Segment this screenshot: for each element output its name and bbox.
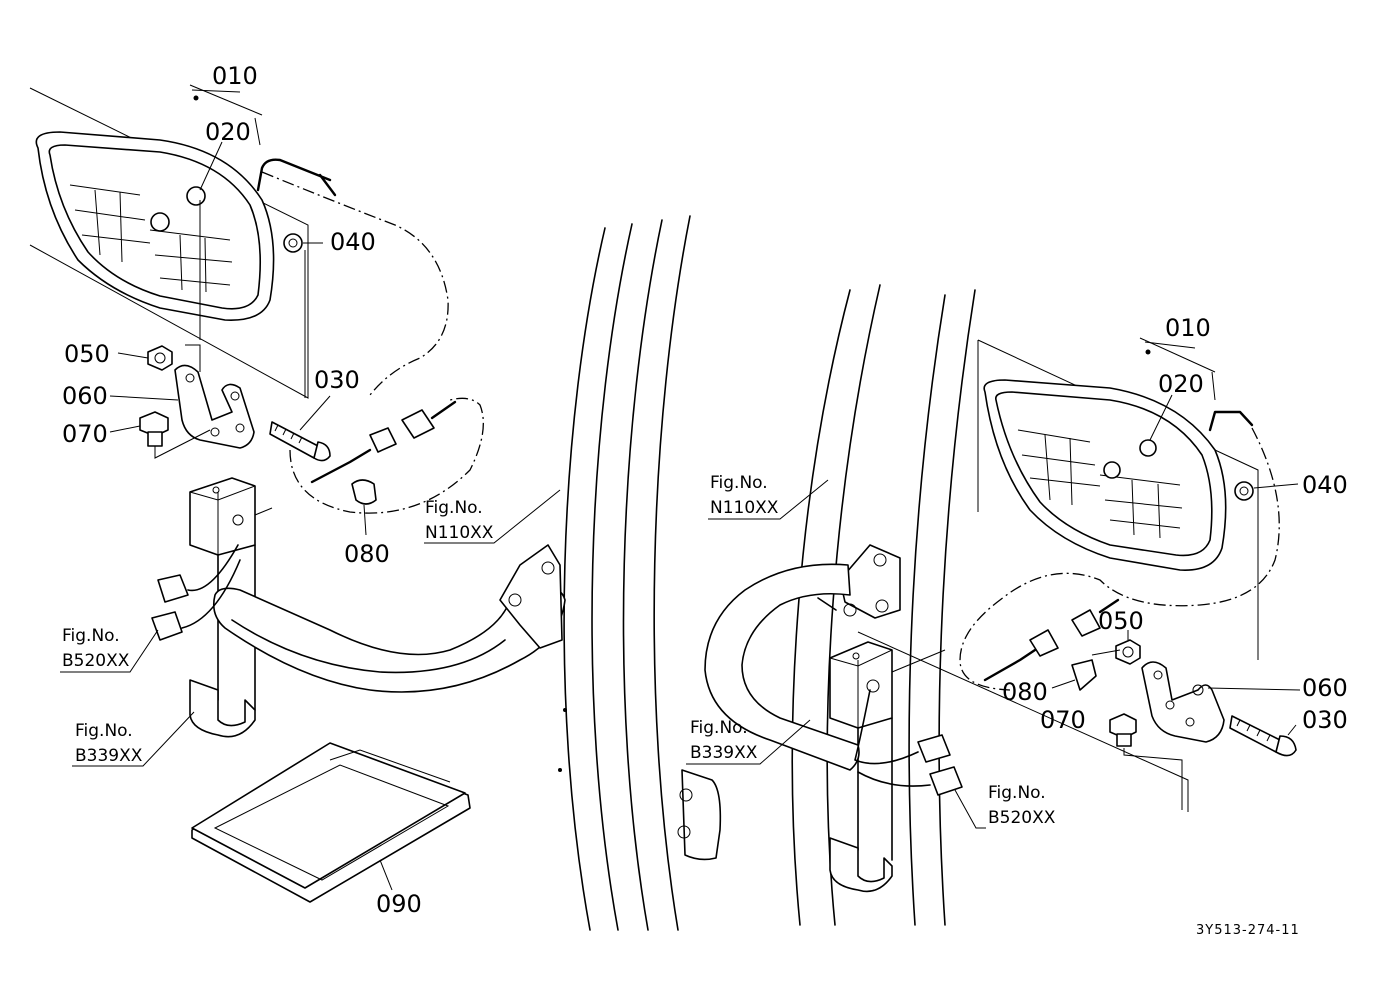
right-figref-n110: Fig.No. N110XX [708,473,829,520]
right-bolt-070 [1109,713,1183,810]
svg-text:B520XX: B520XX [62,651,130,671]
right-label-060: 060 [1302,674,1348,702]
left-label-010: 010 [212,62,258,90]
right-bolt-030 [1229,715,1297,757]
left-label-080: 080 [344,540,390,568]
right-label-030: 030 [1302,706,1348,734]
cab-frame-left-pillar [558,215,691,931]
left-wire-harness [289,397,484,514]
right-figref-b520: Fig.No. B520XX [954,783,1056,829]
svg-text:B339XX: B339XX [75,746,143,766]
right-clip-080 [1051,649,1121,691]
svg-text:N110XX: N110XX [710,498,779,518]
right-figref-b339: Fig.No. B339XX [686,718,811,765]
right-label-070: 070 [1040,706,1086,734]
right-label-050: 050 [1098,607,1144,635]
left-label-090: 090 [376,890,422,918]
left-label-050: 050 [64,340,110,368]
right-work-light [983,379,1254,571]
right-bracket-060 [1141,661,1301,743]
left-handrail [212,544,566,693]
svg-text:B520XX: B520XX [988,808,1056,828]
left-bolt-070 [109,411,211,459]
right-wire-harness [983,598,1120,682]
svg-text:B339XX: B339XX [690,743,758,763]
svg-text:Fig.No.: Fig.No. [425,498,483,518]
left-label-040: 040 [330,228,376,256]
right-nut-050 [1115,630,1141,665]
svg-text:N110XX: N110XX [425,523,494,543]
left-bolt-030 [269,395,331,462]
left-nut-050 [117,345,173,371]
left-bracket-060 [109,364,255,449]
right-label-020: 020 [1158,370,1204,398]
right-mount-bracket [829,641,946,893]
left-mount-bracket [189,477,273,738]
right-handrail [704,544,901,771]
left-clip-080 [351,479,377,536]
left-figref-b339: Fig.No. B339XX [72,711,195,767]
right-connectors [854,689,963,796]
svg-text:Fig.No.: Fig.No. [710,473,768,493]
left-label-060: 060 [62,382,108,410]
svg-text:Fig.No.: Fig.No. [988,783,1046,803]
right-grommet-040 [1234,481,1299,501]
left-work-light [35,131,337,321]
left-manual-090 [191,742,471,903]
right-label-010: 010 [1165,314,1211,342]
svg-text:Fig.No.: Fig.No. [75,721,133,741]
drawing-reference-number: 3Y513-274-11 [1196,923,1300,938]
door-tab [681,769,722,861]
left-label-020: 020 [205,118,251,146]
left-label-030: 030 [314,366,360,394]
right-label-040: 040 [1302,471,1348,499]
left-label-070: 070 [62,420,108,448]
left-figref-n110: Fig.No. N110XX [424,489,561,544]
left-figref-b520: Fig.No. B520XX [60,626,159,673]
cab-frame-right-pillar [791,284,976,926]
right-label-080: 080 [1002,678,1048,706]
svg-text:Fig.No.: Fig.No. [62,626,120,646]
left-connectors [151,544,241,641]
left-grommet-040 [283,233,323,253]
svg-text:Fig.No.: Fig.No. [690,718,748,738]
right-assembly-box [857,339,1259,812]
